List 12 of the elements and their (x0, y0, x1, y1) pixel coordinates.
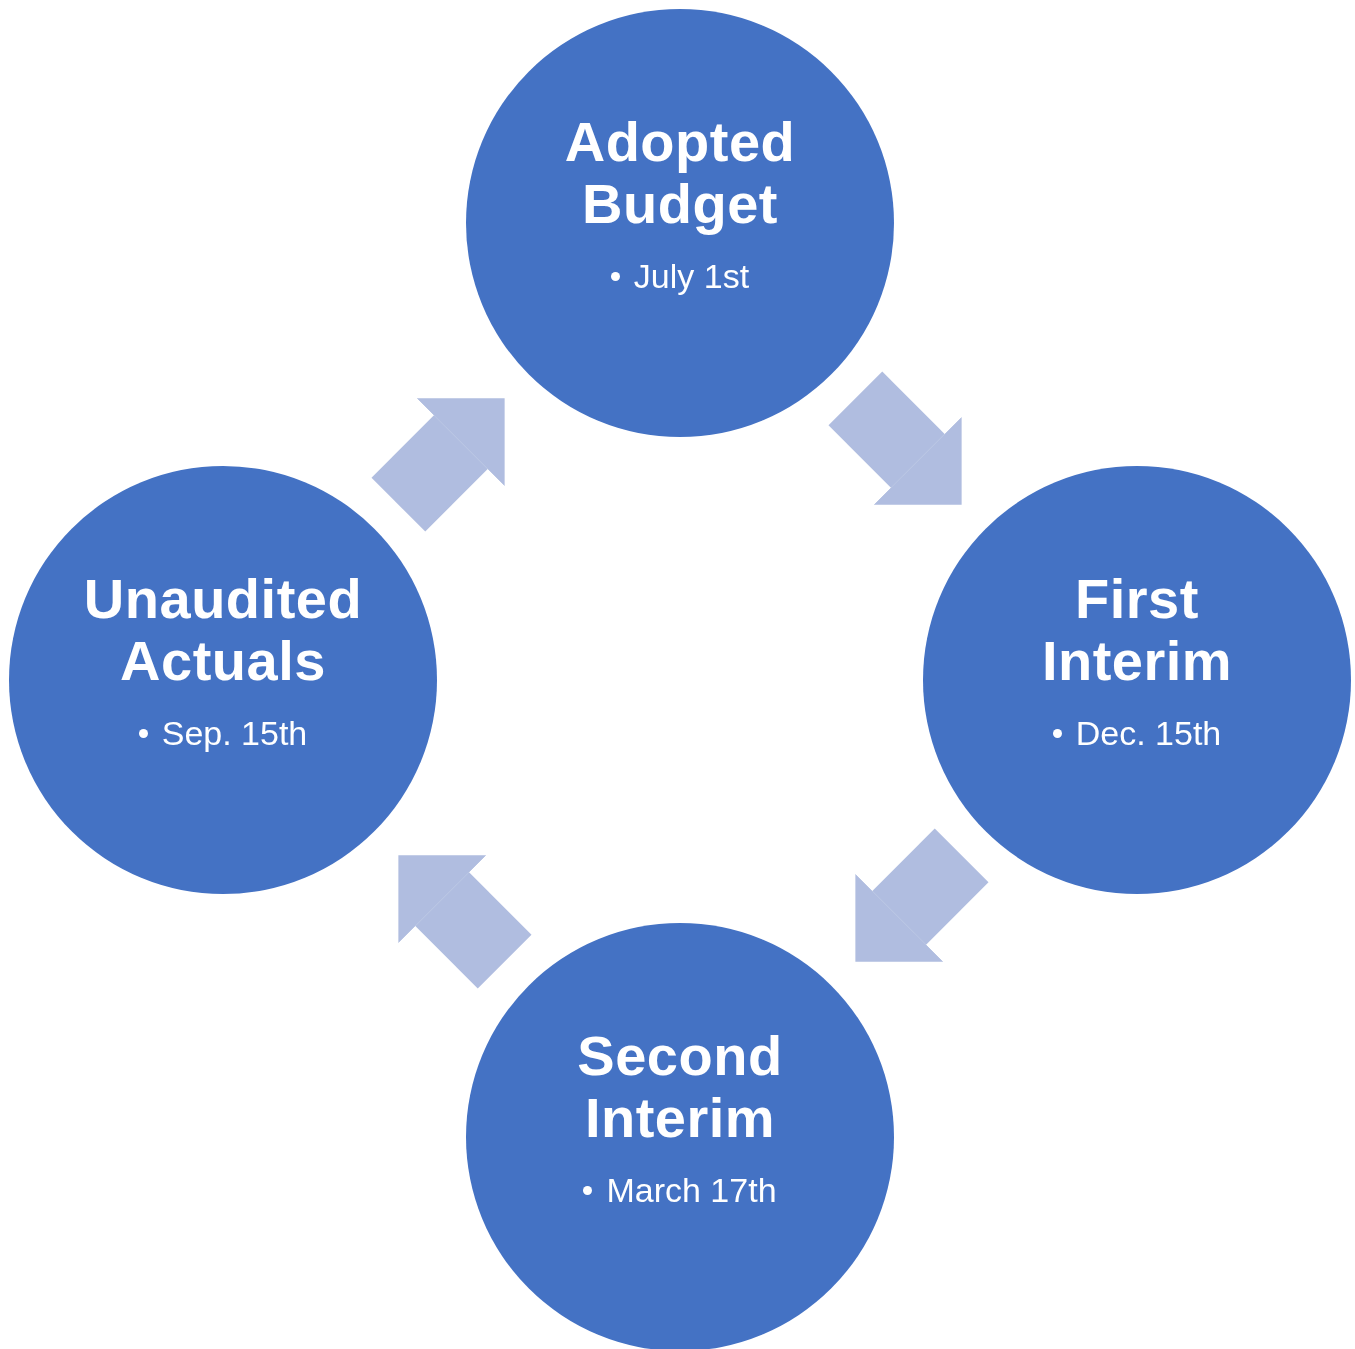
date-item: March 17th (606, 1170, 777, 1210)
date-item: July 1st (633, 256, 750, 296)
stage-title: Adopted Budget (564, 110, 796, 235)
date-item: Dec. 15th (1075, 713, 1222, 753)
stage-title: Unaudited Actuals (83, 567, 363, 692)
date-item: Sep. 15th (161, 713, 308, 753)
block-arrow (828, 371, 962, 505)
stage-title: Second Interim (577, 1024, 783, 1149)
block-arrow (371, 398, 505, 532)
block-arrow (398, 855, 532, 989)
block-arrow (855, 828, 989, 962)
stage-title: First Interim (1041, 567, 1233, 692)
